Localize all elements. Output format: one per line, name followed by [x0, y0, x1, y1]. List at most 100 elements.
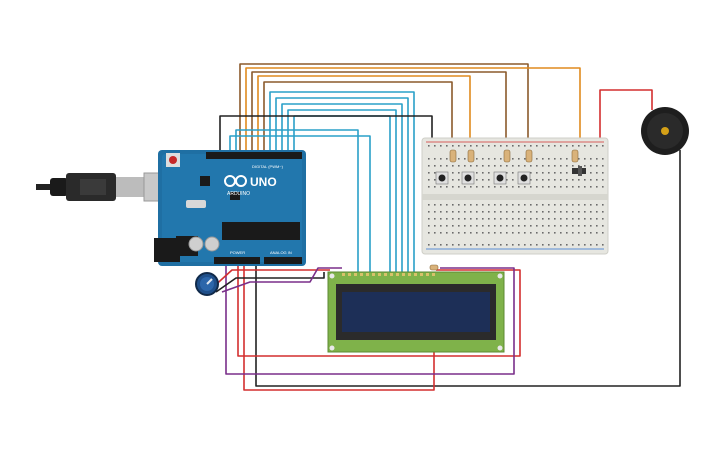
hole: [446, 211, 448, 213]
hole: [530, 232, 532, 234]
hole: [458, 218, 460, 220]
hole: [596, 211, 598, 213]
hole: [596, 225, 598, 227]
hole: [470, 232, 472, 234]
hole: [572, 211, 574, 213]
wire-blue-7: [229, 135, 371, 272]
hole: [434, 172, 436, 174]
hole: [536, 165, 538, 167]
hole: [482, 204, 484, 206]
hole: [530, 172, 532, 174]
hole: [500, 232, 502, 234]
hole: [548, 186, 550, 188]
hole: [470, 225, 472, 227]
hole: [470, 244, 472, 246]
hole: [458, 158, 460, 160]
hole: [560, 244, 562, 246]
hole: [428, 244, 430, 246]
hole: [446, 186, 448, 188]
hole: [488, 211, 490, 213]
hole: [446, 165, 448, 167]
hole: [518, 165, 520, 167]
hole: [476, 165, 478, 167]
arduino-brand-text: ARDUINO: [227, 191, 250, 197]
hole: [530, 204, 532, 206]
hole: [548, 145, 550, 147]
hole: [536, 179, 538, 181]
hole: [542, 165, 544, 167]
hole: [476, 186, 478, 188]
hole: [572, 218, 574, 220]
hole: [470, 165, 472, 167]
hole: [464, 225, 466, 227]
hole: [354, 273, 357, 276]
hole: [446, 244, 448, 246]
hole: [590, 218, 592, 220]
hole: [396, 273, 399, 276]
hole: [506, 145, 508, 147]
power-label: POWER: [230, 250, 245, 255]
wire-red-bottom-1: [243, 262, 435, 391]
hole: [530, 145, 532, 147]
hole: [458, 145, 460, 147]
hole: [572, 244, 574, 246]
hole: [572, 204, 574, 206]
hole: [548, 218, 550, 220]
hole: [512, 204, 514, 206]
hole: [602, 232, 604, 234]
wire-orange-1: [245, 67, 581, 155]
hole: [572, 225, 574, 227]
hole: [458, 204, 460, 206]
hole: [446, 204, 448, 206]
hole: [482, 172, 484, 174]
hole: [560, 158, 562, 160]
hole: [494, 232, 496, 234]
analog-label: ANALOG IN: [270, 250, 292, 255]
hole: [348, 273, 351, 276]
hole: [548, 158, 550, 160]
hole: [542, 186, 544, 188]
push-buttons: [435, 166, 586, 185]
wire-black-top: [219, 115, 433, 155]
hole: [560, 204, 562, 206]
hole: [584, 165, 586, 167]
hole: [452, 244, 454, 246]
hole: [572, 165, 574, 167]
hole: [542, 225, 544, 227]
hole: [506, 225, 508, 227]
hole: [554, 225, 556, 227]
hole: [596, 218, 598, 220]
hole: [530, 218, 532, 220]
hole: [476, 244, 478, 246]
hole: [446, 218, 448, 220]
hole: [584, 186, 586, 188]
hole: [452, 186, 454, 188]
hole: [554, 244, 556, 246]
hole: [590, 179, 592, 181]
hole: [464, 165, 466, 167]
breadboard-holes: [428, 145, 604, 246]
hole: [506, 186, 508, 188]
hole: [536, 232, 538, 234]
hole: [596, 165, 598, 167]
hole: [602, 145, 604, 147]
hole: [428, 165, 430, 167]
hole: [440, 232, 442, 234]
hole: [366, 273, 369, 276]
uno-logo-text: UNO: [250, 175, 277, 189]
hole: [584, 244, 586, 246]
hole: [590, 232, 592, 234]
hole: [446, 225, 448, 227]
hole: [524, 225, 526, 227]
hole: [500, 204, 502, 206]
hole: [470, 204, 472, 206]
hole: [524, 204, 526, 206]
hole: [524, 211, 526, 213]
hole: [548, 232, 550, 234]
hole: [578, 218, 580, 220]
hole: [428, 179, 430, 181]
hole: [584, 232, 586, 234]
hole: [584, 158, 586, 160]
hole: [458, 244, 460, 246]
hole: [446, 158, 448, 160]
